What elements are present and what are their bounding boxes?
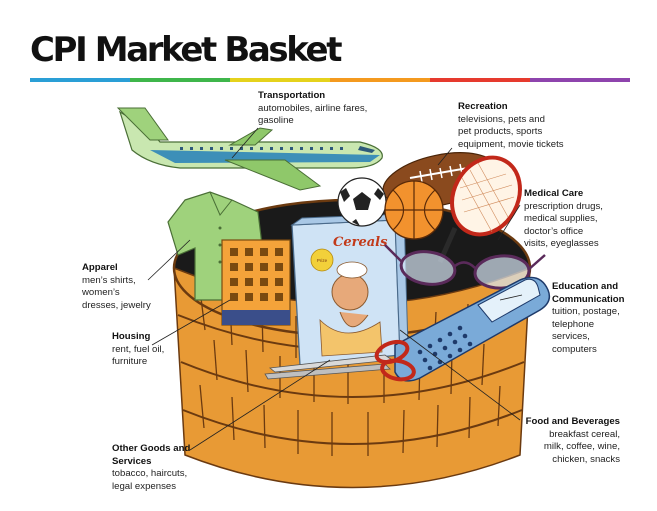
- label-other-heading: Other Goods and: [112, 443, 191, 454]
- airplane-icon: [116, 107, 383, 191]
- label-recreation-line: televisions, pets and: [458, 113, 545, 125]
- leader-line-food: [399, 329, 521, 421]
- label-recreation-heading: Recreation: [458, 101, 508, 112]
- leader-line-housing: [151, 299, 231, 346]
- scissors-icon: [264, 339, 416, 382]
- label-apparel-line: dresses, jewelry: [82, 299, 151, 311]
- label-transportation: Transportation automobiles, airline fare…: [258, 90, 367, 128]
- label-housing: Housing rent, fuel oil, furniture: [112, 331, 164, 369]
- label-transportation-line: gasoline: [258, 115, 294, 126]
- label-food-line: chicken, snacks: [552, 453, 620, 465]
- building-icon: [221, 239, 291, 326]
- cereal-box-icon: [290, 213, 409, 366]
- label-medical-line: medical supplies,: [524, 213, 598, 224]
- label-transportation-line: automobiles, airline fares,: [258, 102, 368, 114]
- label-apparel-line: men’s shirts,: [82, 274, 136, 286]
- label-medical-line: doctor’s office: [524, 225, 584, 237]
- label-food-line: breakfast cereal,: [549, 428, 620, 440]
- label-apparel-heading: Apparel: [82, 262, 118, 273]
- label-housing-line: furniture: [112, 356, 148, 367]
- rule-segment: [330, 78, 430, 82]
- label-transportation-heading: Transportation: [258, 90, 326, 101]
- label-medical-line: visits, eyeglasses: [524, 238, 599, 249]
- label-education-heading: Education and: [552, 281, 619, 292]
- eyeglasses-icon: [384, 244, 546, 290]
- label-food: Food and Beverages breakfast cereal, mil…: [500, 416, 620, 466]
- rule-segment: [30, 78, 130, 82]
- label-recreation-line: equipment, movie tickets: [458, 138, 564, 150]
- label-housing-heading: Housing: [112, 331, 151, 342]
- label-apparel-line: women’s: [82, 287, 120, 298]
- label-recreation-line: pet products, sports: [458, 126, 543, 137]
- label-medical-line: prescription drugs,: [524, 200, 603, 212]
- rule-segment: [130, 78, 230, 82]
- leader-line-medical: [497, 204, 521, 241]
- label-other: Other Goods and Services tobacco, haircu…: [112, 443, 190, 493]
- label-education-line: services,: [552, 331, 590, 342]
- label-education-line: tuition, postage,: [552, 306, 620, 317]
- cereal-box-label: Cereals: [333, 235, 388, 250]
- label-education-line: telephone: [552, 318, 595, 330]
- leader-lines: [147, 127, 523, 451]
- basketball-icon: [384, 180, 444, 240]
- rule-segment: [530, 78, 630, 82]
- leader-line-transportation: [231, 127, 259, 159]
- label-food-heading: Food and Beverages: [525, 416, 620, 427]
- label-other-heading: Services: [112, 455, 152, 467]
- label-housing-line: rent, fuel oil,: [112, 343, 165, 355]
- title-rule: [30, 78, 630, 82]
- soccer-ball-icon: [337, 177, 387, 227]
- label-other-line: legal expenses: [112, 480, 177, 492]
- rule-segment: [430, 78, 530, 82]
- label-apparel: Apparel men’s shirts, women’s dresses, j…: [82, 262, 151, 312]
- slide-title: CPI Market Basket: [30, 30, 342, 70]
- leader-line-other: [189, 359, 331, 451]
- leader-line-apparel: [147, 239, 191, 281]
- label-other-line: tobacco, haircuts,: [112, 468, 188, 479]
- rule-segment: [230, 78, 330, 82]
- cereal-badge: Prize: [317, 258, 328, 263]
- leader-line-education: [499, 294, 523, 301]
- leader-line-recreation: [437, 147, 453, 166]
- label-medical: Medical Care prescription drugs, medical…: [524, 188, 603, 251]
- label-education: Education and Communication tuition, pos…: [552, 281, 625, 356]
- label-education-line: computers: [552, 343, 597, 355]
- label-medical-heading: Medical Care: [524, 188, 584, 199]
- label-education-heading: Communication: [552, 293, 625, 305]
- label-food-line: milk, coffee, wine,: [543, 441, 620, 452]
- label-recreation: Recreation televisions, pets and pet pro…: [458, 101, 564, 151]
